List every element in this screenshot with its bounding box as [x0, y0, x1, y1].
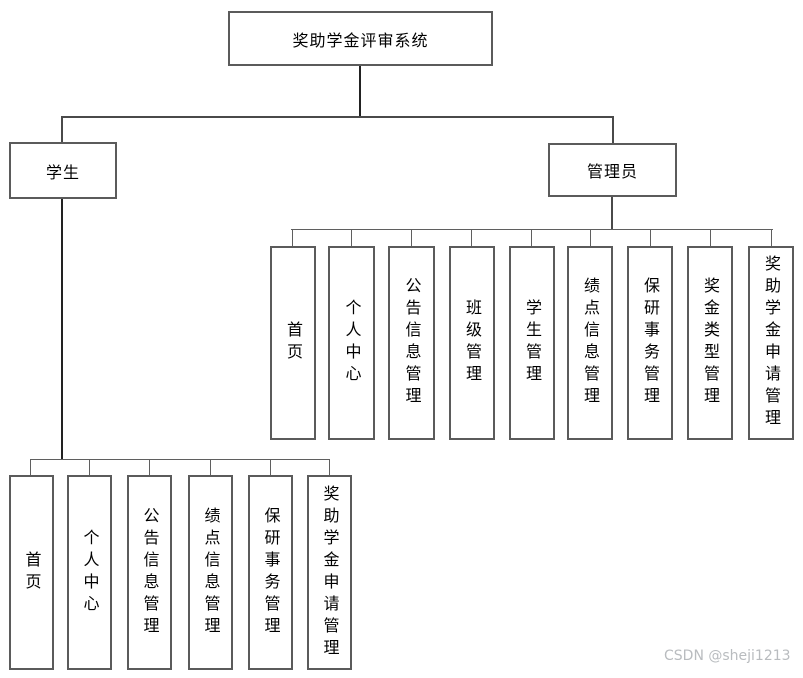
node-student-home-label: 首页 [22, 550, 42, 595]
node-admin-student-management: 学生管理 [509, 246, 555, 440]
connector-student-stub-1 [30, 459, 31, 476]
connector-admin-stub-2 [351, 229, 352, 247]
connector-admin-stub-9 [771, 229, 772, 247]
node-admin-announcement-management: 公告信息管理 [388, 246, 435, 440]
node-root-label: 奖助学金评审系统 [292, 30, 429, 50]
node-student: 学生 [9, 142, 117, 199]
node-admin-scholarship-application-management-label: 奖助学金申请管理 [762, 255, 781, 431]
connector-admin-stub-4 [471, 229, 472, 247]
node-student-scholarship-application-management-label: 奖助学金申请管理 [320, 484, 340, 661]
node-admin-personal-center-label: 个人中心 [342, 299, 362, 387]
node-admin-personal-center: 个人中心 [328, 246, 375, 440]
node-admin-gpa-management-label: 绩点信息管理 [581, 277, 600, 409]
connector-admin-stub-6 [590, 229, 591, 247]
node-student-label: 学生 [45, 162, 80, 182]
node-admin-postgrad-affairs-management: 保研事务管理 [627, 246, 673, 440]
connector-admin-stub-1 [292, 229, 293, 247]
connector-student-stub-5 [270, 459, 271, 476]
node-root-system: 奖助学金评审系统 [228, 11, 493, 66]
node-admin-scholarship-application-management: 奖助学金申请管理 [748, 246, 794, 440]
node-admin-award-type-management-label: 奖金类型管理 [701, 277, 720, 409]
connector-admin-stub-8 [710, 229, 711, 247]
node-admin-student-management-label: 学生管理 [523, 299, 542, 387]
connector-student-stub-4 [210, 459, 211, 476]
node-student-personal-center: 个人中心 [67, 475, 112, 670]
node-admin-award-type-management: 奖金类型管理 [687, 246, 733, 440]
node-student-gpa-management-label: 绩点信息管理 [201, 506, 221, 639]
connector-admin-stub-5 [531, 229, 532, 247]
node-admin-class-management: 班级管理 [449, 246, 495, 440]
node-admin-label: 管理员 [586, 162, 638, 181]
node-student-postgrad-affairs-management-label: 保研事务管理 [261, 506, 281, 639]
node-student-gpa-management: 绩点信息管理 [188, 475, 233, 670]
node-admin-class-management-label: 班级管理 [463, 299, 482, 387]
node-admin-gpa-management: 绩点信息管理 [567, 246, 613, 440]
node-admin: 管理员 [548, 143, 677, 197]
node-student-personal-center-label: 个人中心 [80, 528, 100, 617]
connector-admin-stub-3 [411, 229, 412, 247]
watermark-text: CSDN @sheji1213 [664, 648, 791, 664]
node-admin-home-label: 首页 [284, 321, 303, 365]
connector-student-stub-3 [149, 459, 150, 476]
node-admin-postgrad-affairs-management-label: 保研事务管理 [641, 277, 660, 409]
connector-student-stub-6 [329, 459, 330, 476]
node-student-announcement-management: 公告信息管理 [127, 475, 172, 670]
connector-admin-rail [291, 229, 773, 230]
connector-to-student [61, 116, 63, 143]
connector-to-admin [612, 116, 614, 144]
connector-admin-stub-7 [650, 229, 651, 247]
connector-student-rail [30, 459, 330, 460]
node-student-home: 首页 [9, 475, 54, 670]
node-student-postgrad-affairs-management: 保研事务管理 [248, 475, 293, 670]
node-student-scholarship-application-management: 奖助学金申请管理 [307, 475, 352, 670]
connector-level1-rail [61, 116, 614, 118]
connector-student-vertical [61, 199, 63, 460]
connector-admin-vertical [611, 197, 613, 230]
connector-root-vertical [359, 66, 361, 117]
connector-student-stub-2 [89, 459, 90, 476]
node-student-announcement-management-label: 公告信息管理 [140, 506, 160, 639]
node-admin-announcement-management-label: 公告信息管理 [402, 277, 422, 409]
node-admin-home: 首页 [270, 246, 316, 440]
